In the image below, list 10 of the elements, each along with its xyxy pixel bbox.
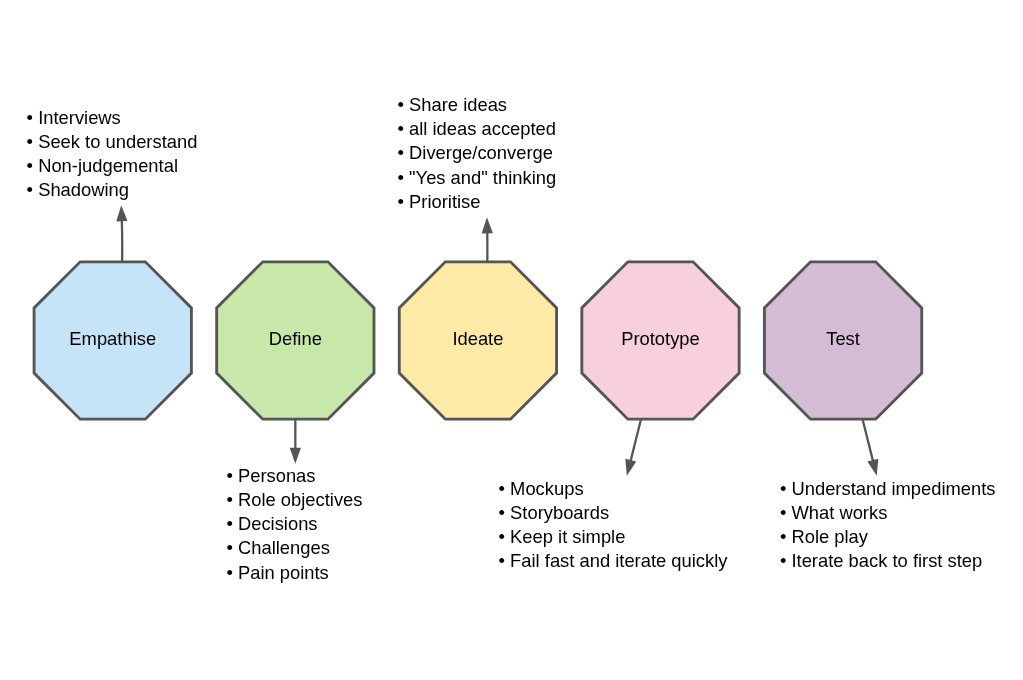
arrow <box>116 204 128 262</box>
node-text: • Mockups • Storyboards • Keep it simple • Fail fast and iterate quickly <box>498 477 728 571</box>
node-text: • Understand impediments • What works • Role play • Iterate back to first step <box>779 477 996 571</box>
arrow <box>625 418 643 476</box>
node-text: • Interviews • Seek to understand • Non-judgemental • Shadowing <box>26 106 198 200</box>
arrow <box>481 216 493 262</box>
node-text: • Personas • Role objectives • Decisions • Challenges • Pain points <box>226 464 363 583</box>
arrow <box>289 418 301 464</box>
arrow <box>861 418 879 476</box>
node-text: • Share ideas • all ideas accepted • Diverge/converge • "Yes and" thinking • Prioritise <box>397 93 557 212</box>
